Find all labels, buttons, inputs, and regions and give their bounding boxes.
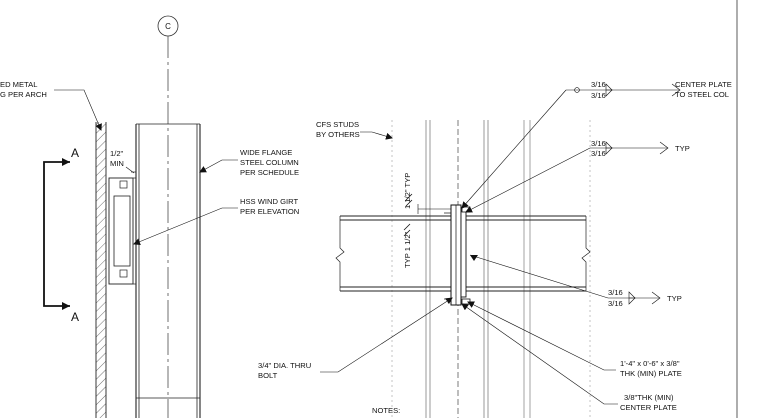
weld-mid-note: TYP [675,144,690,153]
left-detail: A A ED METAL G PER ARCH 1/2" MIN WIDE FL… [0,80,299,418]
weld-symbol-mid: 3/16 3/16 TYP [465,139,690,213]
weld-low-size-1: 3/16 [608,288,623,297]
column-leader [199,159,238,173]
girt-leader [133,207,238,245]
girt-bolt-bottom [119,269,128,278]
center-plate-label-1: 3/8"THK (MIN) [624,393,674,402]
grid-bubble-label: C [165,22,171,31]
column-label-2: STEEL COLUMN [240,158,299,167]
section-label-top: A [71,146,79,160]
beam-break-left [335,216,345,291]
weld-low-note: TYP [667,294,682,303]
weld-top-note-1: CENTER PLATE [675,80,732,89]
center-plate-leader [461,303,618,405]
weld-mid-size-2: 3/16 [591,149,606,158]
section-arrow-bottom [62,302,70,310]
weld-mid-leader [465,147,591,213]
girt-bolt-top [119,180,128,189]
column-label-1: WIDE FLANGE [240,148,292,157]
bolt-label-1: 3/4" DIA. THRU [258,361,311,370]
gap-label-1: 1/2" [110,149,124,158]
partition-label-2: G PER ARCH [0,90,47,99]
weld-top-note-2: TO STEEL COL [675,90,729,99]
notes-heading: NOTES: [372,406,400,415]
studs-label-1: CFS STUDS [316,120,359,129]
typ-dim-lower: TYP 1 1/2" [403,231,412,268]
gap-label-2: MIN [110,159,124,168]
bolt-label-2: BOLT [258,371,278,380]
weld-low-size-2: 3/16 [608,299,623,308]
section-cut-line [43,161,70,307]
studs-label-2: BY OTHERS [316,130,360,139]
side-plate [460,210,467,298]
plate-leader [467,301,616,371]
weld-top-size-1: 3/16 [591,80,606,89]
partition-label-1: ED METAL [0,80,37,89]
weld-symbol-low: 3/16 3/16 TYP [469,254,682,308]
weld-symbol-top: 3/16 3/16 CENTER PLATE TO STEEL COL [461,80,732,209]
typ-dim-upper: 1 1/2" TYP [403,173,412,209]
column-label-3: PER SCHEDULE [240,168,299,177]
studs-leader [360,131,393,140]
bolt-head-bottom [461,298,471,305]
beam-break-right [581,216,591,291]
partition-leader [54,89,102,131]
right-detail: 1 1/2" TYP TYP 1 1/2" CFS STUDS BY OTHER… [258,80,732,418]
section-arrow-top [62,158,70,166]
weld-top-leader [461,89,567,209]
bolt-head-top [461,206,471,213]
center-plate-label-2: CENTER PLATE [620,403,677,412]
plate-label-2: THK (MIN) PLATE [620,369,682,378]
plate-label-1: 1'-4" x 0'-6" x 3/8" [620,359,680,368]
grid-line-c: C [157,15,179,418]
weld-mid-size-1: 3/16 [591,139,606,148]
hss-girt-inner [113,195,131,267]
girt-label-1: HSS WIND GIRT [240,197,298,206]
section-label-bottom: A [71,310,79,324]
weld-top-size-2: 3/16 [591,91,606,100]
weld-low-leader [469,254,609,299]
section-cut-marker: A A [43,146,79,324]
girt-label-2: PER ELEVATION [240,207,299,216]
bolt-leader [320,297,453,373]
partition-wall-hatch [96,122,106,418]
